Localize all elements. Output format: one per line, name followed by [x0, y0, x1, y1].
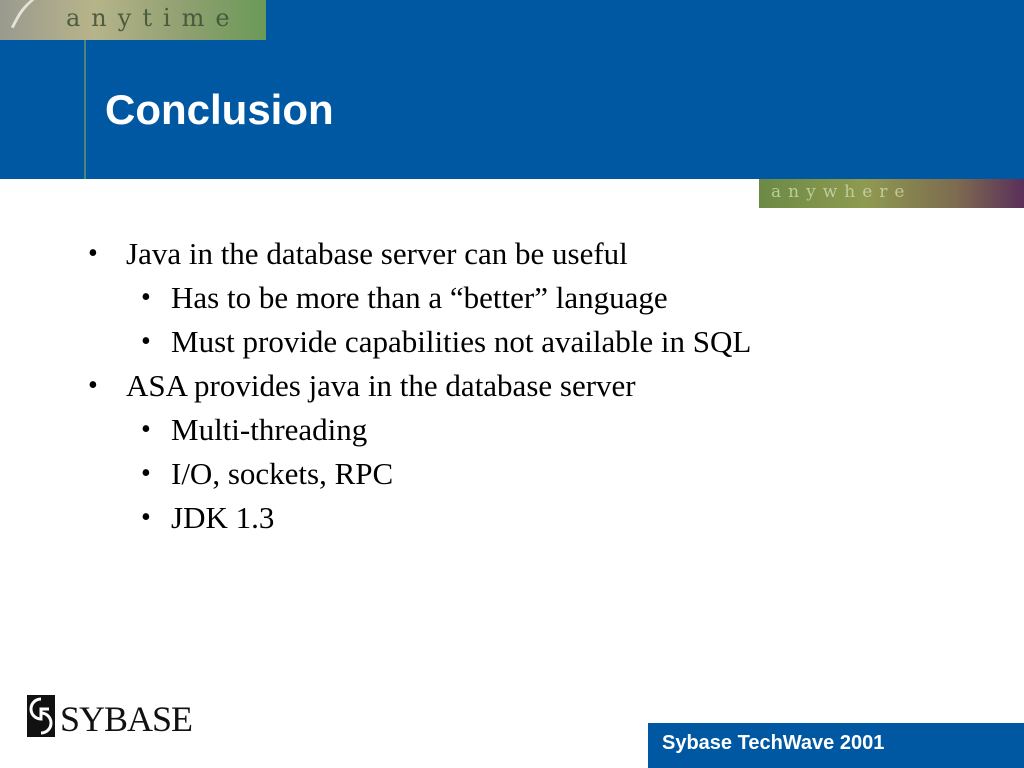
- bullet-text: Must provide capabilities not available …: [171, 324, 752, 359]
- bullet-glyph: •: [141, 458, 151, 489]
- event-label: Sybase TechWave 2001: [662, 732, 885, 754]
- anytime-label: anytime: [66, 4, 241, 32]
- sub-bullet-item: • JDK 1.3: [88, 496, 988, 540]
- bullet-text: Java in the database server can be usefu…: [126, 236, 628, 271]
- bullet-glyph: •: [141, 502, 151, 533]
- sybase-mark-icon: [27, 695, 55, 737]
- sub-bullet-item: • Has to be more than a “better” languag…: [88, 276, 988, 320]
- logo-wordmark: SYBASE: [60, 699, 193, 739]
- bullet-text: Has to be more than a “better” language: [171, 280, 668, 315]
- bullet-glyph: •: [141, 414, 151, 445]
- header-divider: [84, 40, 86, 179]
- bullet-list: • Java in the database server can be use…: [88, 232, 988, 540]
- bullet-glyph: •: [88, 370, 98, 401]
- sybase-logo: SYBASE: [27, 695, 197, 737]
- bullet-text: JDK 1.3: [171, 500, 275, 535]
- sub-bullet-item: • Must provide capabilities not availabl…: [88, 320, 988, 364]
- slide-title: Conclusion: [105, 86, 334, 133]
- bullet-text: ASA provides java in the database server: [126, 368, 636, 403]
- anytime-banner: anytime: [0, 0, 266, 40]
- bullet-text: Multi-threading: [171, 412, 368, 447]
- bullet-glyph: •: [88, 238, 98, 269]
- bullet-glyph: •: [141, 282, 151, 313]
- bullet-item: • Java in the database server can be use…: [88, 232, 988, 276]
- anywhere-label: anywhere: [771, 182, 912, 202]
- sub-bullet-item: • Multi-threading: [88, 408, 988, 452]
- anywhere-banner: anywhere: [759, 179, 1024, 208]
- footer-band: Sybase TechWave 2001: [648, 723, 1024, 768]
- bullet-glyph: •: [141, 326, 151, 357]
- bullet-item: • ASA provides java in the database serv…: [88, 364, 988, 408]
- bullet-text: I/O, sockets, RPC: [171, 456, 394, 491]
- sub-bullet-item: • I/O, sockets, RPC: [88, 452, 988, 496]
